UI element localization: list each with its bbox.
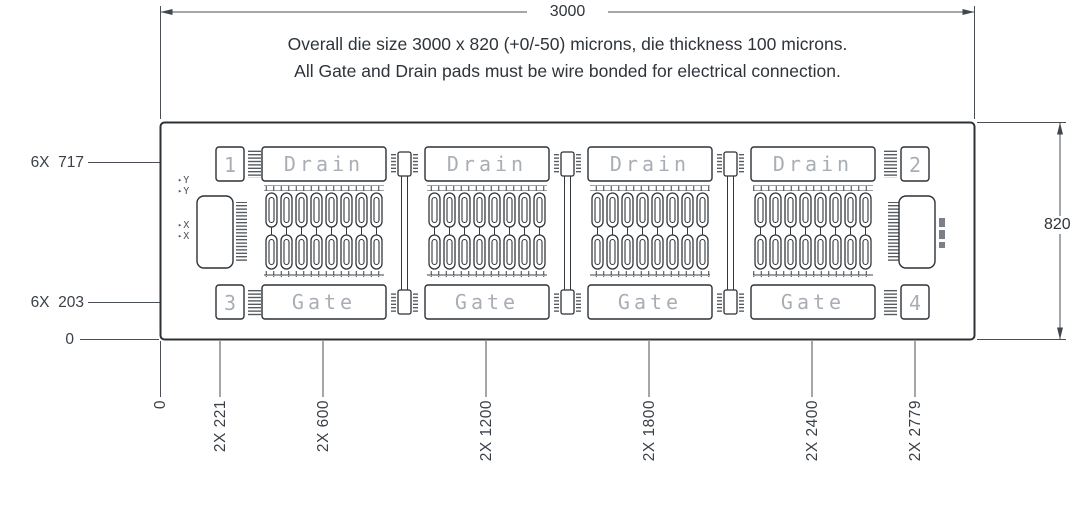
gate-pad-3-label: Gate [617, 290, 683, 314]
corner-pad-1-label: 1 [223, 153, 237, 177]
gate-pad-1-label: Gate [291, 290, 357, 314]
source-pads [196, 195, 936, 269]
corner-pad-3-label: 3 [223, 291, 237, 315]
corner-pad-4-label: 4 [908, 291, 922, 315]
drain-pad-3-label: Drain [609, 152, 691, 176]
die-note-line2: All Gate and Drain pads must be wire bon… [294, 61, 841, 81]
corner-pads [215, 146, 930, 320]
datum-arrow-icon [178, 231, 183, 242]
overall-height-dimension: 820 [1041, 216, 1074, 234]
leader-lines-bottom [160, 341, 916, 397]
bus-lines [401, 176, 734, 290]
corner-pad-2-label: 2 [908, 153, 922, 177]
datum-arrow-icon [178, 175, 183, 186]
gate-pad-outlines [261, 284, 876, 320]
drain-pad-4-label: Drain [772, 152, 854, 176]
datum-arrow-icon [178, 186, 183, 197]
drain-pad-1-label: Drain [283, 152, 365, 176]
dimension-x-221: 2X 221 [212, 400, 229, 453]
dimension-x-2400: 2X 2400 [804, 400, 821, 462]
die-note-line1: Overall die size 3000 x 820 (+0/-50) mic… [287, 34, 848, 54]
dimension-y-zero: 0 [65, 331, 74, 348]
gate-pad-2-label: Gate [454, 290, 520, 314]
die-marking-icon [939, 218, 945, 248]
datum-marker-y2: Y [178, 186, 189, 197]
gate-pad-4-label: Gate [780, 290, 846, 314]
dimension-x-2779: 2X 2779 [907, 400, 924, 462]
datum-marker-x1: X [178, 220, 189, 231]
drain-pad-2-label: Drain [446, 152, 528, 176]
datum-marker-x2: X [178, 231, 189, 242]
datum-marker-y1: Y [178, 175, 189, 186]
dimension-x-1200: 2X 1200 [478, 400, 495, 462]
drain-pad-outlines [261, 146, 876, 182]
dimension-pad-row-top: 6X 717 [30, 154, 84, 171]
dimension-x-1800: 2X 1800 [641, 400, 658, 462]
datum-arrow-icon [178, 220, 183, 231]
overall-width-dimension: 3000 [527, 3, 608, 21]
serration-marks [236, 150, 899, 316]
bridge-pads [397, 151, 738, 315]
dimension-pad-row-bottom: 6X 203 [30, 294, 84, 311]
dimension-x-zero: 0 [152, 400, 169, 410]
dimension-x-600: 2X 600 [315, 400, 332, 453]
comb-contacts [264, 185, 873, 277]
